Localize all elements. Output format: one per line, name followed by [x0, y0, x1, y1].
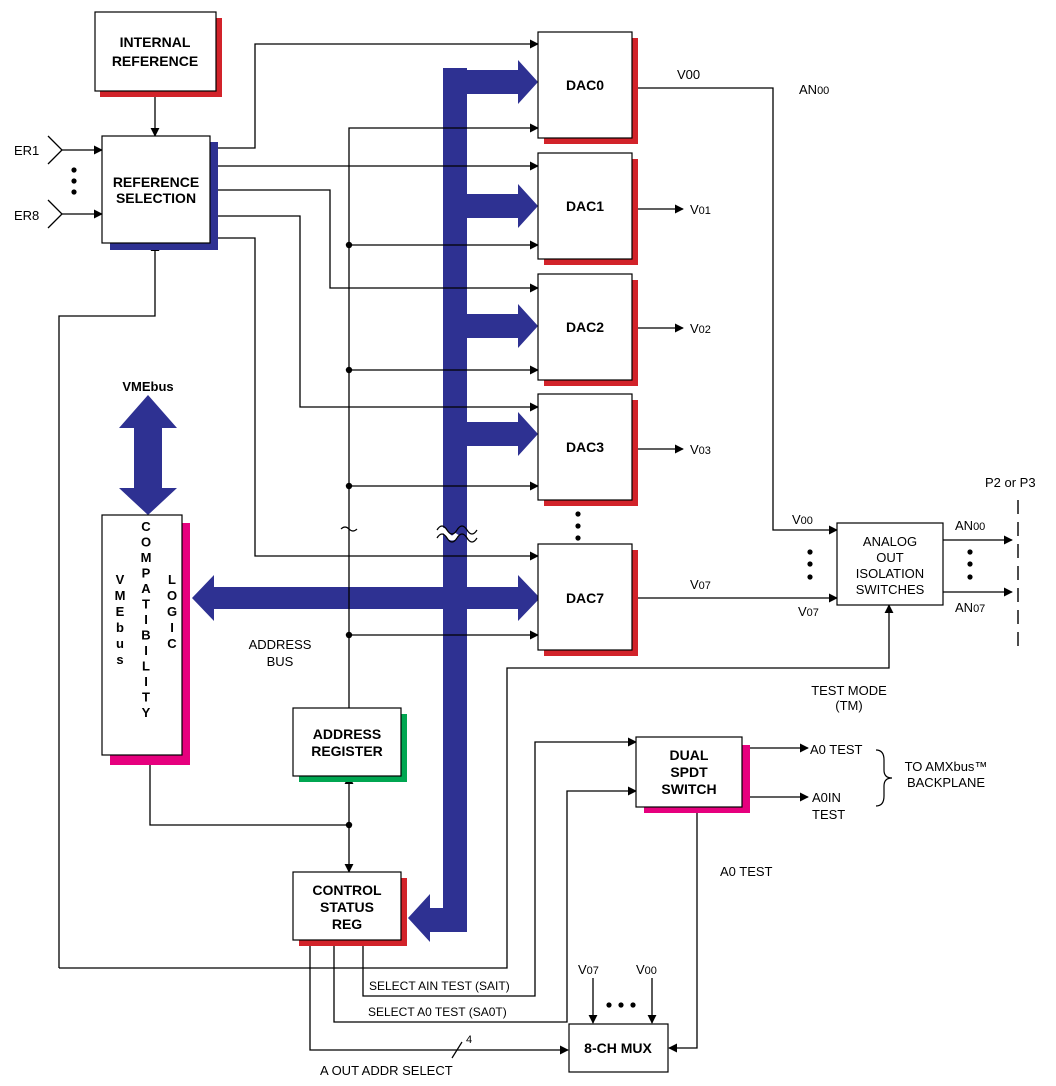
address-bus [192, 575, 540, 621]
reference-selection-line2: SELECTION [116, 190, 196, 206]
v00-label: V00 [677, 67, 700, 82]
compat_word-letter: I [144, 643, 148, 658]
mux-in-v07-label: V07 [578, 962, 599, 977]
compat_word-letter: P [142, 566, 151, 581]
compat_vmebus-letter: b [116, 620, 124, 635]
mux-label: 8-CH MUX [584, 1040, 652, 1056]
compat_logic-letter: C [167, 636, 177, 651]
compat_vmebus-letter: E [116, 604, 125, 619]
control-status-line2: STATUS [320, 899, 374, 915]
a0in-test-label: TEST [812, 807, 845, 822]
control-status-line1: CONTROL [312, 882, 382, 898]
compat_vmebus-letter: V [116, 572, 125, 587]
reference-selection-block: REFERENCE SELECTION [101, 135, 218, 250]
compat_word-letter: Y [142, 705, 151, 720]
select-a0-test-label: SELECT A0 TEST (SA0T) [368, 1005, 507, 1019]
compat_word-letter: A [141, 581, 151, 596]
address-bus-label-2: BUS [267, 654, 294, 669]
in-v00-label: V00 [792, 512, 813, 527]
dac2-block: DAC2 [537, 273, 638, 386]
p2p3-label: P2 or P3 [985, 475, 1036, 490]
compat_logic-letter: O [167, 588, 177, 603]
compat_vmebus-letter: u [116, 636, 124, 651]
er8-label: ER8 [14, 208, 39, 223]
compat-vmebus-column: VMEbus [115, 572, 126, 667]
a0-test-line-label: A0 TEST [720, 864, 773, 879]
a-out-addr-select-label: A OUT ADDR SELECT [320, 1063, 453, 1078]
compat_word-letter: O [141, 535, 151, 550]
dac7-label: DAC7 [566, 590, 604, 606]
amx-backplane-label-1: TO AMXbus™ [905, 759, 988, 774]
internal-reference-block: INTERNAL REFERENCE [94, 11, 222, 97]
mux-block: 8-CH MUX [568, 1023, 669, 1073]
a0in-label: A0IN [812, 790, 841, 805]
dual-spdt-switch-block: DUAL SPDT SWITCH [635, 736, 750, 813]
control-status-line3: REG [332, 916, 362, 932]
compat_word-letter: T [142, 690, 150, 705]
dual-spdt-line1: DUAL [670, 747, 709, 763]
compat_word-letter: M [141, 550, 152, 565]
control-status-reg-block: CONTROL STATUS REG [292, 871, 407, 946]
dac0-block: DAC0 [537, 31, 638, 144]
v07-label: V07 [690, 577, 711, 592]
compat_word-letter: L [142, 659, 150, 674]
analog-out-line2: OUT [876, 550, 904, 565]
dac0-label: DAC0 [566, 77, 604, 93]
compat_logic-letter: G [167, 604, 177, 619]
amx-backplane-label-2: BACKPLANE [907, 775, 985, 790]
internal-reference-line1: INTERNAL [120, 34, 191, 50]
v02-label: V02 [690, 321, 711, 336]
test-mode-label-2: (TM) [835, 698, 862, 713]
select-ain-test-label: SELECT AIN TEST (SAIT) [369, 979, 510, 993]
analog-out-isolation-block: ANALOG OUT ISOLATION SWITCHES [836, 522, 944, 606]
an00-top-label: AN00 [799, 82, 829, 97]
data-bus [408, 60, 538, 942]
vmebus-arrow [119, 395, 177, 515]
compat_word-letter: I [144, 612, 148, 627]
er1-label: ER1 [14, 143, 39, 158]
analog-out-line3: ISOLATION [856, 566, 924, 581]
vmebus-label: VMEbus [122, 379, 173, 394]
a0-test-out-label: A0 TEST [810, 742, 863, 757]
labels: ER1 ER8 VMEbus ADDRESS BUS V00 AN00 V01 … [14, 67, 1036, 1078]
dac7-block: DAC7 [537, 543, 638, 656]
v03-label: V03 [690, 442, 711, 457]
dual-spdt-line3: SWITCH [661, 781, 716, 797]
address-register-line1: ADDRESS [313, 726, 381, 742]
dac3-block: DAC3 [537, 393, 638, 506]
compat_logic-letter: L [168, 572, 176, 587]
out-an00-label: AN00 [955, 518, 985, 533]
compat_vmebus-letter: s [116, 652, 123, 667]
address-bus-label-1: ADDRESS [249, 637, 312, 652]
compat_logic-letter: I [170, 620, 174, 635]
compat_vmebus-letter: M [115, 588, 126, 603]
dac2-label: DAC2 [566, 319, 604, 335]
analog-out-line4: SWITCHES [856, 582, 925, 597]
bus-width-label: 4 [466, 1034, 472, 1046]
address-register-block: ADDRESS REGISTER [292, 707, 407, 782]
mux-in-v00-label: V00 [636, 962, 657, 977]
in-v07-label: V07 [798, 604, 819, 619]
address-register-line2: REGISTER [311, 743, 383, 759]
v01-label: V01 [690, 202, 711, 217]
compat_word-letter: T [142, 597, 150, 612]
compat_word-letter: B [141, 628, 150, 643]
reference-selection-line1: REFERENCE [113, 174, 199, 190]
internal-reference-line2: REFERENCE [112, 53, 198, 69]
dac1-block: DAC1 [537, 152, 638, 265]
wires [47, 39, 1019, 1059]
bus-break-marks [340, 525, 478, 543]
dac1-label: DAC1 [566, 198, 604, 214]
out-an07-label: AN07 [955, 600, 985, 615]
compat_word-letter: C [141, 519, 151, 534]
test-mode-label-1: TEST MODE [811, 683, 887, 698]
dac3-label: DAC3 [566, 439, 604, 455]
analog-out-line1: ANALOG [863, 534, 917, 549]
dual-spdt-line2: SPDT [670, 764, 708, 780]
compat_word-letter: I [144, 674, 148, 689]
